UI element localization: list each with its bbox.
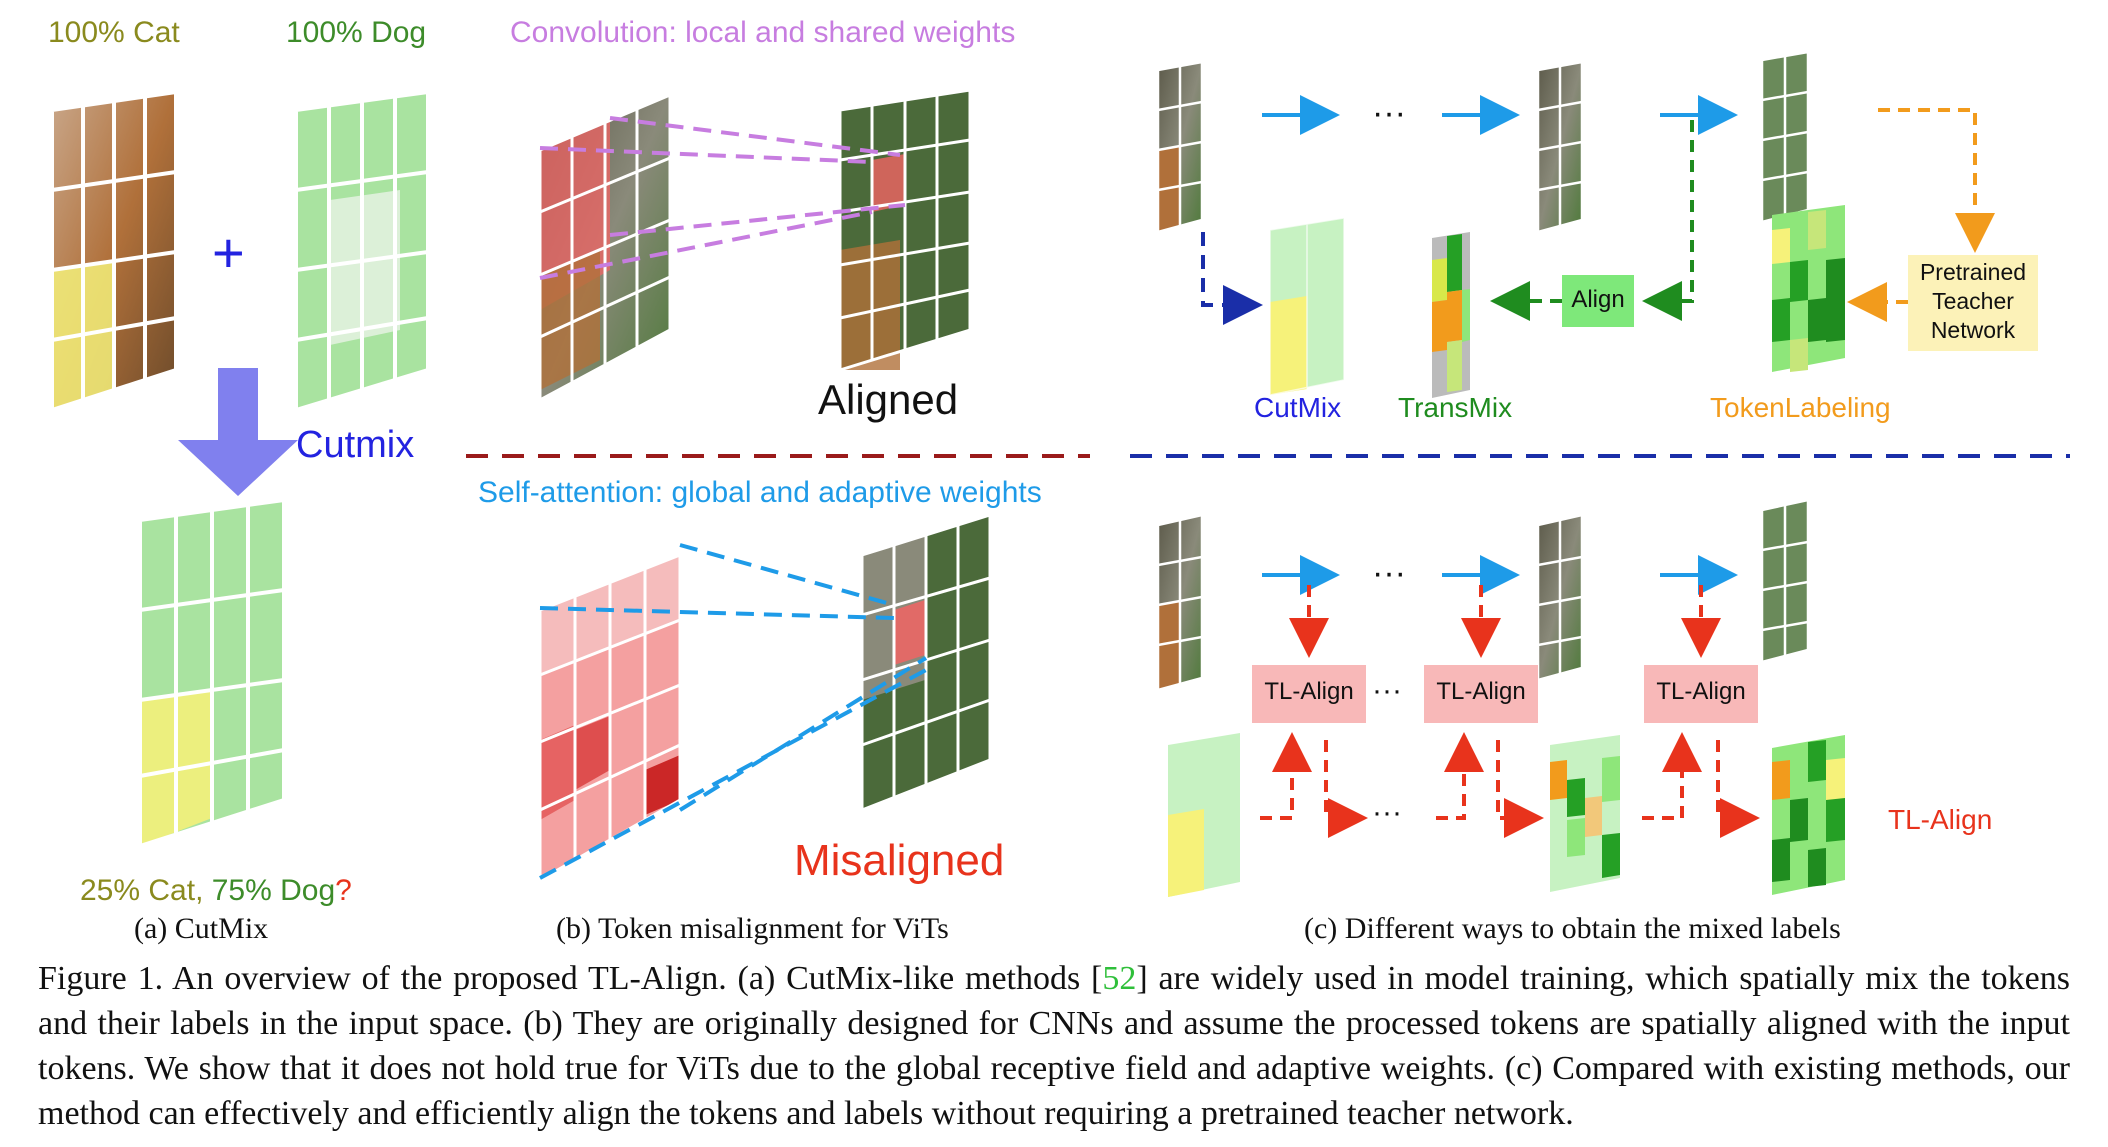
teacher-box-bg xyxy=(1908,255,2038,351)
attn-title: Self-attention: global and adaptive weig… xyxy=(478,476,1042,509)
tlalign-box-2: TL-Align xyxy=(1436,678,1526,705)
tlalign-box-3-bg xyxy=(1644,665,1758,723)
aligned-label: Aligned xyxy=(818,376,959,423)
attn-output-image xyxy=(860,512,992,813)
tlalign-box-2-bg xyxy=(1424,665,1538,723)
ellipsis-bottom-1: ··· xyxy=(1372,554,1406,592)
tl-right-arrow-1 xyxy=(1324,740,1368,838)
panel-b-sublabel: (b) Token misalignment for ViTs xyxy=(556,912,949,945)
c-mid-image-top xyxy=(1536,60,1584,234)
c-out-image-top xyxy=(1760,50,1810,224)
c-input-image-bottom xyxy=(1156,513,1204,692)
tl-up-arrow-2 xyxy=(1436,732,1484,820)
panel-c-top xyxy=(1156,50,2038,398)
panel-c-sublabel: (c) Different ways to obtain the mixed l… xyxy=(1304,912,1841,945)
align-input-arrow xyxy=(1642,120,1694,321)
attn-connection-lines xyxy=(539,543,928,880)
teacher-box: Pretrained Teacher Network xyxy=(1908,258,2038,345)
result-dog-text: 75% Dog xyxy=(211,874,336,907)
cutmix-dashed-arrow xyxy=(1201,232,1263,325)
misaligned-label: Misaligned xyxy=(794,836,1005,885)
caption-ref-link[interactable]: 52 xyxy=(1102,960,1137,997)
plus-sign: + xyxy=(212,221,245,284)
ellipsis-bottom-3: ··· xyxy=(1372,796,1402,829)
tlalign-box-3: TL-Align xyxy=(1656,678,1746,705)
c-out-image-bottom xyxy=(1760,498,1810,664)
tl-initial-label-map xyxy=(1168,733,1240,897)
transmix-label-map xyxy=(1432,232,1470,398)
tl-right-arrow-3 xyxy=(1716,740,1760,838)
result-question-mark: ? xyxy=(335,874,352,907)
tl-final-label-map xyxy=(1772,735,1845,895)
tlalign-box-1: TL-Align xyxy=(1264,678,1354,705)
figure-canvas xyxy=(50,50,2070,897)
ellipsis-top: ··· xyxy=(1372,94,1406,132)
cat-grid xyxy=(50,89,178,413)
tlalign-method-label: TL-Align xyxy=(1888,804,1993,835)
figure-caption: Figure 1. An overview of the proposed TL… xyxy=(38,956,2070,1136)
caption-suffix: ] are widely used in model training, whi… xyxy=(38,960,2071,1132)
tl-up-arrow-3 xyxy=(1642,732,1702,820)
ellipsis-bottom-2: ··· xyxy=(1372,674,1402,707)
conv-input-image xyxy=(538,92,672,403)
conv-title: Convolution: local and shared weights xyxy=(510,16,1016,49)
dog-image xyxy=(294,89,430,413)
cutmix-op-label: Cutmix xyxy=(296,424,415,466)
panel-a-sublabel: (a) CutMix xyxy=(134,912,269,945)
conv-connection-lines xyxy=(539,116,906,280)
panel-b xyxy=(538,88,992,883)
panel-a xyxy=(50,89,430,849)
tlalign-box-1-bg xyxy=(1252,665,1366,723)
tl-right-arrow-2 xyxy=(1496,740,1544,838)
transmix-method-label: TransMix xyxy=(1398,392,1513,423)
cutmix-method-label: CutMix xyxy=(1254,392,1342,423)
teacher-input-arrow xyxy=(1878,108,1995,253)
cutmix-down-arrow xyxy=(178,368,298,496)
result-cat-text: 25% Cat, xyxy=(80,874,212,907)
teacher-box-line1: Pretrained xyxy=(1919,259,2027,285)
tokenlabeling-method-label: TokenLabeling xyxy=(1710,392,1891,423)
cutmix-result-label: 25% Cat, 75% Dog? xyxy=(80,874,352,908)
cutmix-label-map xyxy=(1269,217,1345,396)
dog-label: 100% Dog xyxy=(286,16,427,49)
cat-label: 100% Cat xyxy=(48,16,180,49)
tokenlabeling-label-map xyxy=(1772,205,1845,372)
align-box-bg xyxy=(1562,275,1634,327)
conv-output-image xyxy=(838,88,972,373)
teacher-box-line3: Network xyxy=(1930,317,2016,343)
cat-image xyxy=(50,89,178,413)
panel-c-bottom xyxy=(1156,498,1845,897)
teacher-box-line2: Teacher xyxy=(1932,288,2014,314)
tl-mid-label-map xyxy=(1550,735,1620,892)
attn-input-image xyxy=(538,552,682,883)
cutmix-result-image xyxy=(138,497,286,849)
c-input-image-top xyxy=(1156,60,1204,234)
caption-prefix: Figure 1. An overview of the proposed TL… xyxy=(38,960,1103,997)
tl-up-arrow-1 xyxy=(1260,732,1312,820)
c-mid-image-bottom xyxy=(1536,513,1584,682)
align-box: Align xyxy=(1571,286,1625,313)
